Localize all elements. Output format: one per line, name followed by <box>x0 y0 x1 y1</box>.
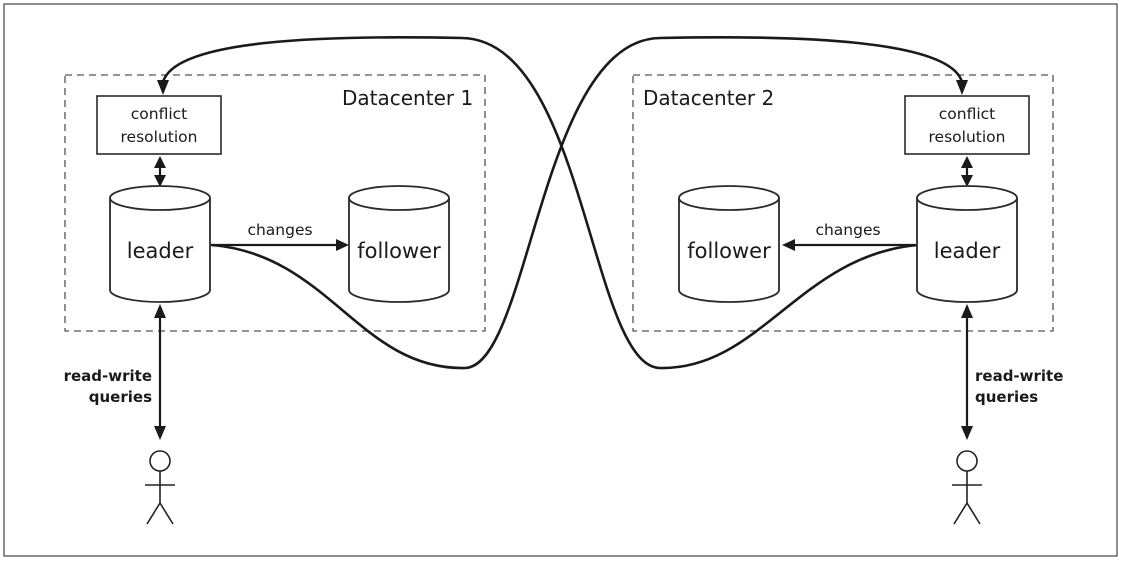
arrowhead-into-conflict-1 <box>157 80 169 95</box>
leader-database-2 <box>916 185 1018 303</box>
queries-label-1b: queries <box>89 388 152 406</box>
arrowhead-up-queries-2 <box>961 304 973 318</box>
arrowhead-up-queries-1 <box>154 304 166 318</box>
leader-label-2: leader <box>934 239 1001 263</box>
follower-label-1: follower <box>357 239 441 263</box>
conflict-resolution-label-2a: conflict <box>939 105 996 123</box>
leader-label-1: leader <box>127 239 194 263</box>
conflict-resolution-box-2 <box>904 95 1030 155</box>
datacenter-1-boundary <box>64 74 486 332</box>
user-icon-2 <box>952 450 982 525</box>
datacenter-1-title: Datacenter 1 <box>342 86 473 110</box>
arrowhead-up-conflict-1 <box>154 156 166 168</box>
replication-curve-dc1-to-dc2 <box>210 35 964 370</box>
datacenter-2-boundary <box>632 74 1054 332</box>
changes-label-2: changes <box>815 221 880 239</box>
arrowhead-down-leader-1 <box>154 175 166 187</box>
follower-label-2: follower <box>687 239 771 263</box>
follower-database-1 <box>348 185 450 303</box>
user-icon-1 <box>145 450 175 525</box>
conflict-resolution-label-1a: conflict <box>131 105 188 123</box>
queries-label-2a: read-write <box>975 367 1063 385</box>
queries-label-1a: read-write <box>64 367 152 385</box>
conflict-resolution-box-1 <box>96 95 222 155</box>
arrowhead-down-queries-2 <box>961 426 973 440</box>
leader-database-1 <box>109 185 211 303</box>
follower-database-2 <box>678 185 780 303</box>
arrowhead-changes-2 <box>782 239 795 251</box>
arrowhead-down-leader-2 <box>961 175 973 187</box>
conflict-resolution-label-2b: resolution <box>929 128 1006 146</box>
arrowhead-up-conflict-2 <box>961 156 973 168</box>
datacenter-2-title: Datacenter 2 <box>643 86 774 110</box>
queries-label-2b: queries <box>975 388 1038 406</box>
changes-label-1: changes <box>247 221 312 239</box>
replication-curve-dc2-to-dc1 <box>161 35 920 370</box>
conflict-resolution-label-1b: resolution <box>121 128 198 146</box>
arrowhead-changes-1 <box>336 239 349 251</box>
arrowhead-down-queries-1 <box>154 426 166 440</box>
arrowhead-into-conflict-2 <box>956 80 968 95</box>
